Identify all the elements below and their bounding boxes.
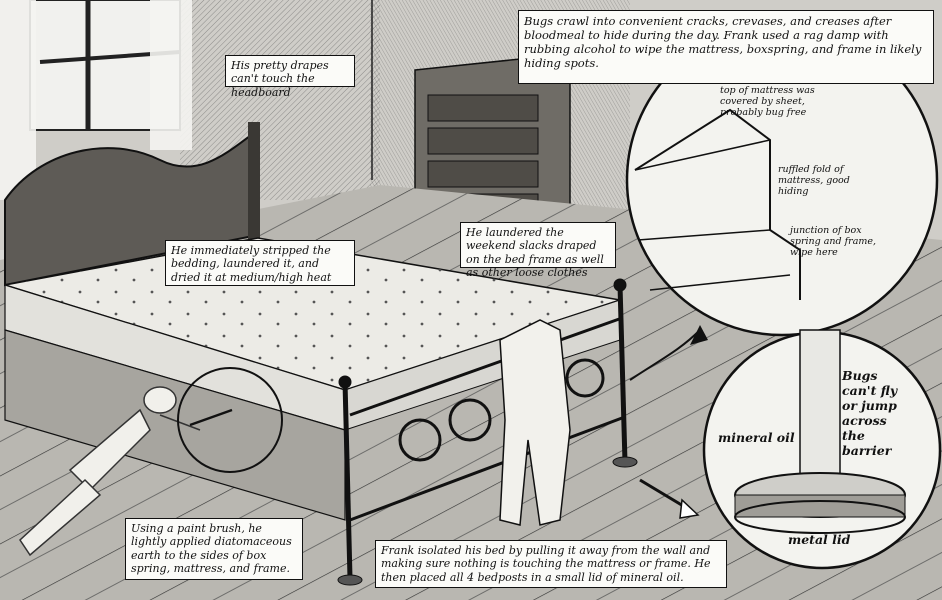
inset-bedpost-lid (702, 329, 942, 570)
box-spring (4, 329, 346, 521)
label-ruffled-fold: ruffled fold of mattress, good hiding (778, 164, 850, 197)
arrow-to-bottom-inset (679, 498, 700, 519)
arrow-to-top-inset (690, 325, 708, 345)
magnify-brush-circle (177, 367, 283, 473)
arrow-to-top-inset (629, 329, 701, 381)
footboard (338, 278, 628, 579)
right-drape (150, 0, 192, 150)
label-mineral-oil: mineral oil (718, 430, 795, 445)
left-drape (0, 0, 36, 200)
bedpost-lid (337, 574, 363, 586)
caption-bugs-hide: Bugs crawl into convenient cracks, creva… (518, 10, 934, 84)
caption-laundered: He laundered the weekend slacks draped o… (460, 222, 616, 279)
bedpost-lid (612, 456, 638, 468)
paint-brush (189, 408, 233, 427)
label-top-of-mattress: top of mattress was covered by sheet, pr… (720, 85, 815, 118)
label-metal-lid: metal lid (788, 532, 851, 547)
caption-isolated: Frank isolated his bed by pulling it awa… (375, 540, 727, 588)
draped-slacks (499, 319, 571, 526)
window (0, 0, 192, 200)
label-barrier: Bugs can't fly or jump across the barrie… (842, 368, 898, 458)
caption-stripped: He immediately stripped the bedding, lau… (165, 240, 355, 286)
inset-mattress-edge (625, 23, 939, 337)
caption-drapes: His pretty drapes can't touch the headbo… (225, 55, 355, 99)
person-with-paint-brush (19, 386, 233, 557)
label-junction: junction of box spring and frame, wipe h… (790, 225, 877, 258)
caption-paint-brush: Using a paint brush, he lightly applied … (125, 518, 303, 580)
